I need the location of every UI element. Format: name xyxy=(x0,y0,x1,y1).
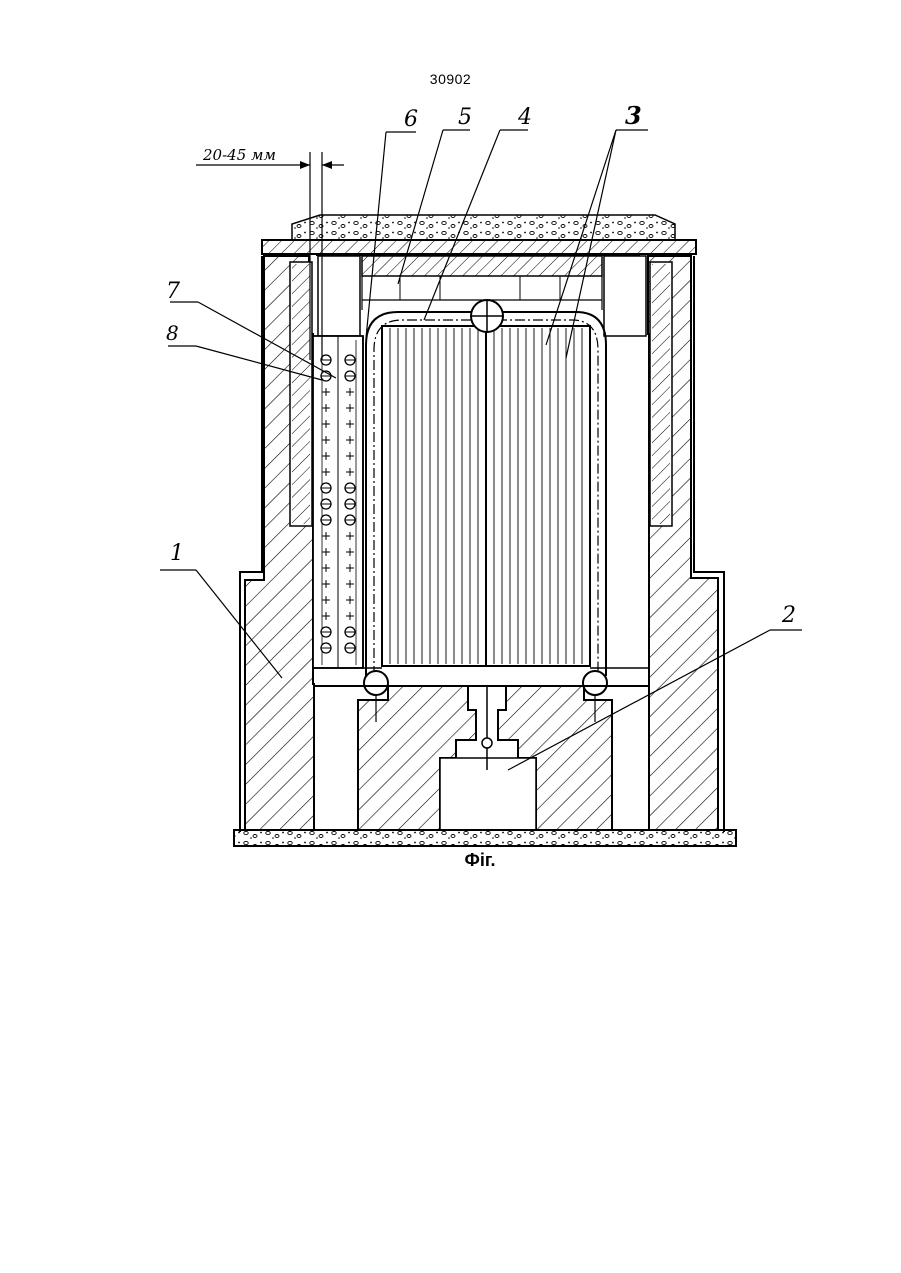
coil-turn-marker xyxy=(321,515,331,525)
coil-turn-marker xyxy=(321,627,331,637)
callout-1: 1 xyxy=(170,541,184,566)
callout-7: 7 xyxy=(166,279,180,304)
right-bottom-fitting xyxy=(583,671,607,695)
heater-element-column xyxy=(313,336,363,668)
coil-turn-marker xyxy=(345,627,355,637)
coil-turn-marker xyxy=(345,643,355,653)
left-bottom-fitting xyxy=(364,671,388,695)
callout-3: 3 xyxy=(625,101,642,130)
callout-4: 4 xyxy=(517,105,532,130)
top-insulation-cover xyxy=(292,215,675,240)
callout-6: 6 xyxy=(404,107,418,132)
coil-turn-marker xyxy=(345,483,355,493)
coil-turn-marker xyxy=(345,371,355,381)
callout-5: 5 xyxy=(458,105,472,130)
coil-turn-marker xyxy=(321,643,331,653)
callout-2: 2 xyxy=(781,603,796,628)
pedestal xyxy=(358,686,612,830)
floor-foundation xyxy=(234,830,736,846)
coil-turn-marker xyxy=(345,355,355,365)
dimension-label: 20-45 мм xyxy=(202,146,276,164)
coil-stack xyxy=(382,326,590,666)
figure-caption: Фіг. xyxy=(430,850,530,871)
top-fitting xyxy=(471,300,503,332)
coil-turn-marker xyxy=(321,499,331,509)
callout-8: 8 xyxy=(166,321,179,345)
furnace-lid xyxy=(262,240,696,256)
coil-turn-marker xyxy=(321,483,331,493)
coil-turn-marker xyxy=(345,515,355,525)
coil-turn-marker xyxy=(345,499,355,509)
